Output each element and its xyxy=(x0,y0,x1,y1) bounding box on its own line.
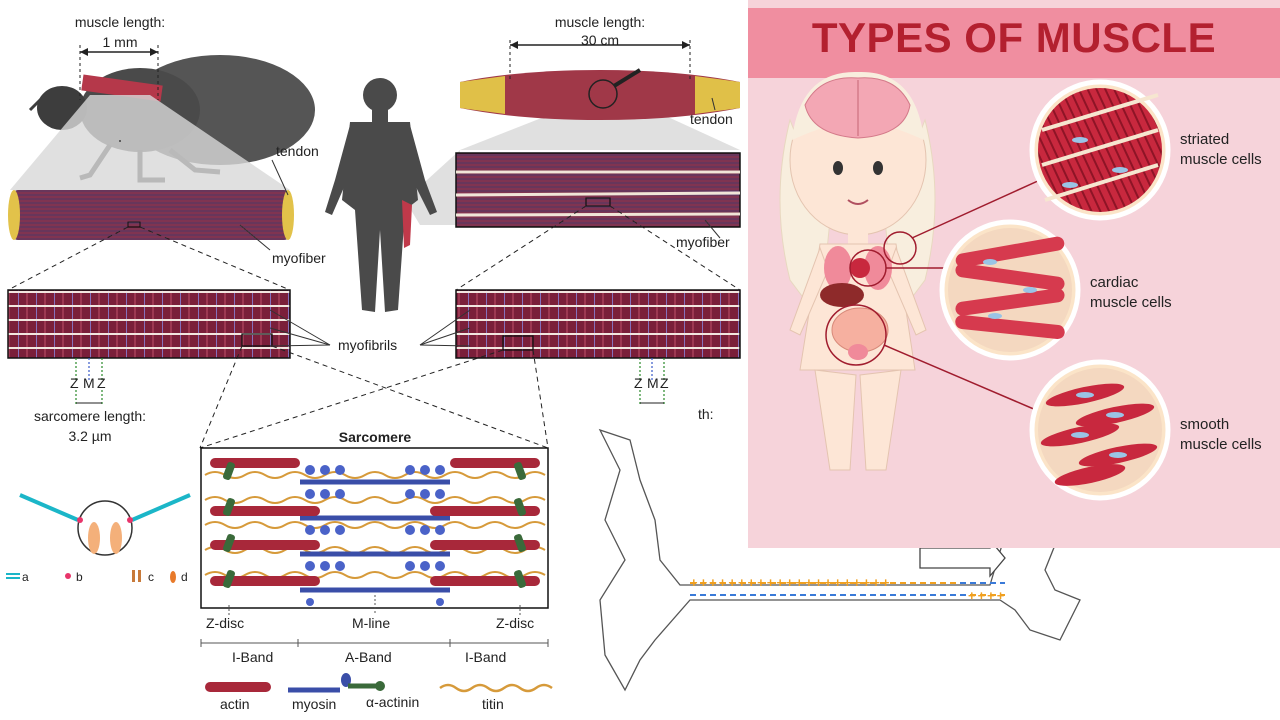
head-legend-a: a xyxy=(22,570,29,584)
i-band-left-label: I-Band xyxy=(232,649,274,665)
human-silhouette xyxy=(325,78,437,312)
legend-titin: titin xyxy=(482,696,504,712)
human-myofiber-label: myofiber xyxy=(676,234,730,250)
sarcomere-title: Sarcomere xyxy=(338,429,412,445)
human-length-value: 30 cm xyxy=(580,32,620,48)
z-disc-left-label: Z-disc xyxy=(206,615,245,631)
cardiac-line1: cardiac xyxy=(1090,274,1139,291)
types-of-muscle-title: TYPES OF MUSCLE xyxy=(811,14,1217,61)
legend-actin: actin xyxy=(220,696,250,712)
fly-tendon-label: tendon xyxy=(276,143,319,159)
sarcomere-length-label: sarcomere length: xyxy=(33,408,147,424)
human-tendon-label: tendon xyxy=(690,111,733,127)
head-legend-d: d xyxy=(181,570,188,584)
i-band-right-label: I-Band xyxy=(465,649,507,665)
striated-line1: striated xyxy=(1180,131,1230,148)
title-banner xyxy=(748,8,1280,78)
fly-head-diagram xyxy=(6,493,191,583)
fly-length-value: 1 mm xyxy=(102,34,138,50)
head-legend-c: c xyxy=(148,570,154,584)
z-disc-right-label: Z-disc xyxy=(496,615,535,631)
myofibrils-label: myofibrils xyxy=(338,337,398,353)
legend-myosin: myosin xyxy=(292,696,337,712)
fly-myofiber-label: myofiber xyxy=(272,250,326,266)
fly-length-label: muscle length: xyxy=(74,14,166,30)
sarcomere-filaments xyxy=(204,458,546,606)
zmz-right-z2: Z xyxy=(660,375,669,391)
sarcomere-length-value: 3.2 µm xyxy=(68,428,112,444)
plus-charges-top: +++++++++++++++++++++ xyxy=(690,575,892,590)
zmz-right-m: M xyxy=(647,375,659,391)
smooth-line2: muscle cells xyxy=(1180,436,1262,453)
head-legend-b: b xyxy=(76,570,83,584)
a-band-label: A-Band xyxy=(345,649,392,665)
zmz-right-z1: Z xyxy=(634,375,643,391)
legend-alpha-actinin: α-actinin xyxy=(366,694,420,710)
m-line-label: M-line xyxy=(352,615,391,631)
zmz-left-m: M xyxy=(83,375,95,391)
smooth-line1: smooth xyxy=(1180,416,1230,433)
plus-charges-bottom: ++++ xyxy=(968,588,1007,603)
cardiac-line2: muscle cells xyxy=(1090,294,1172,311)
zmz-left-z1: Z xyxy=(70,375,79,391)
actin-legend-icon xyxy=(205,682,271,692)
types-of-muscle-panel xyxy=(748,0,1280,548)
human-length-label: muscle length: xyxy=(554,14,646,30)
striated-line2: muscle cells xyxy=(1180,151,1262,168)
zmz-left-z2: Z xyxy=(97,375,106,391)
neuron-outline xyxy=(598,428,1081,692)
neuron-partial-label: th: xyxy=(698,406,714,422)
